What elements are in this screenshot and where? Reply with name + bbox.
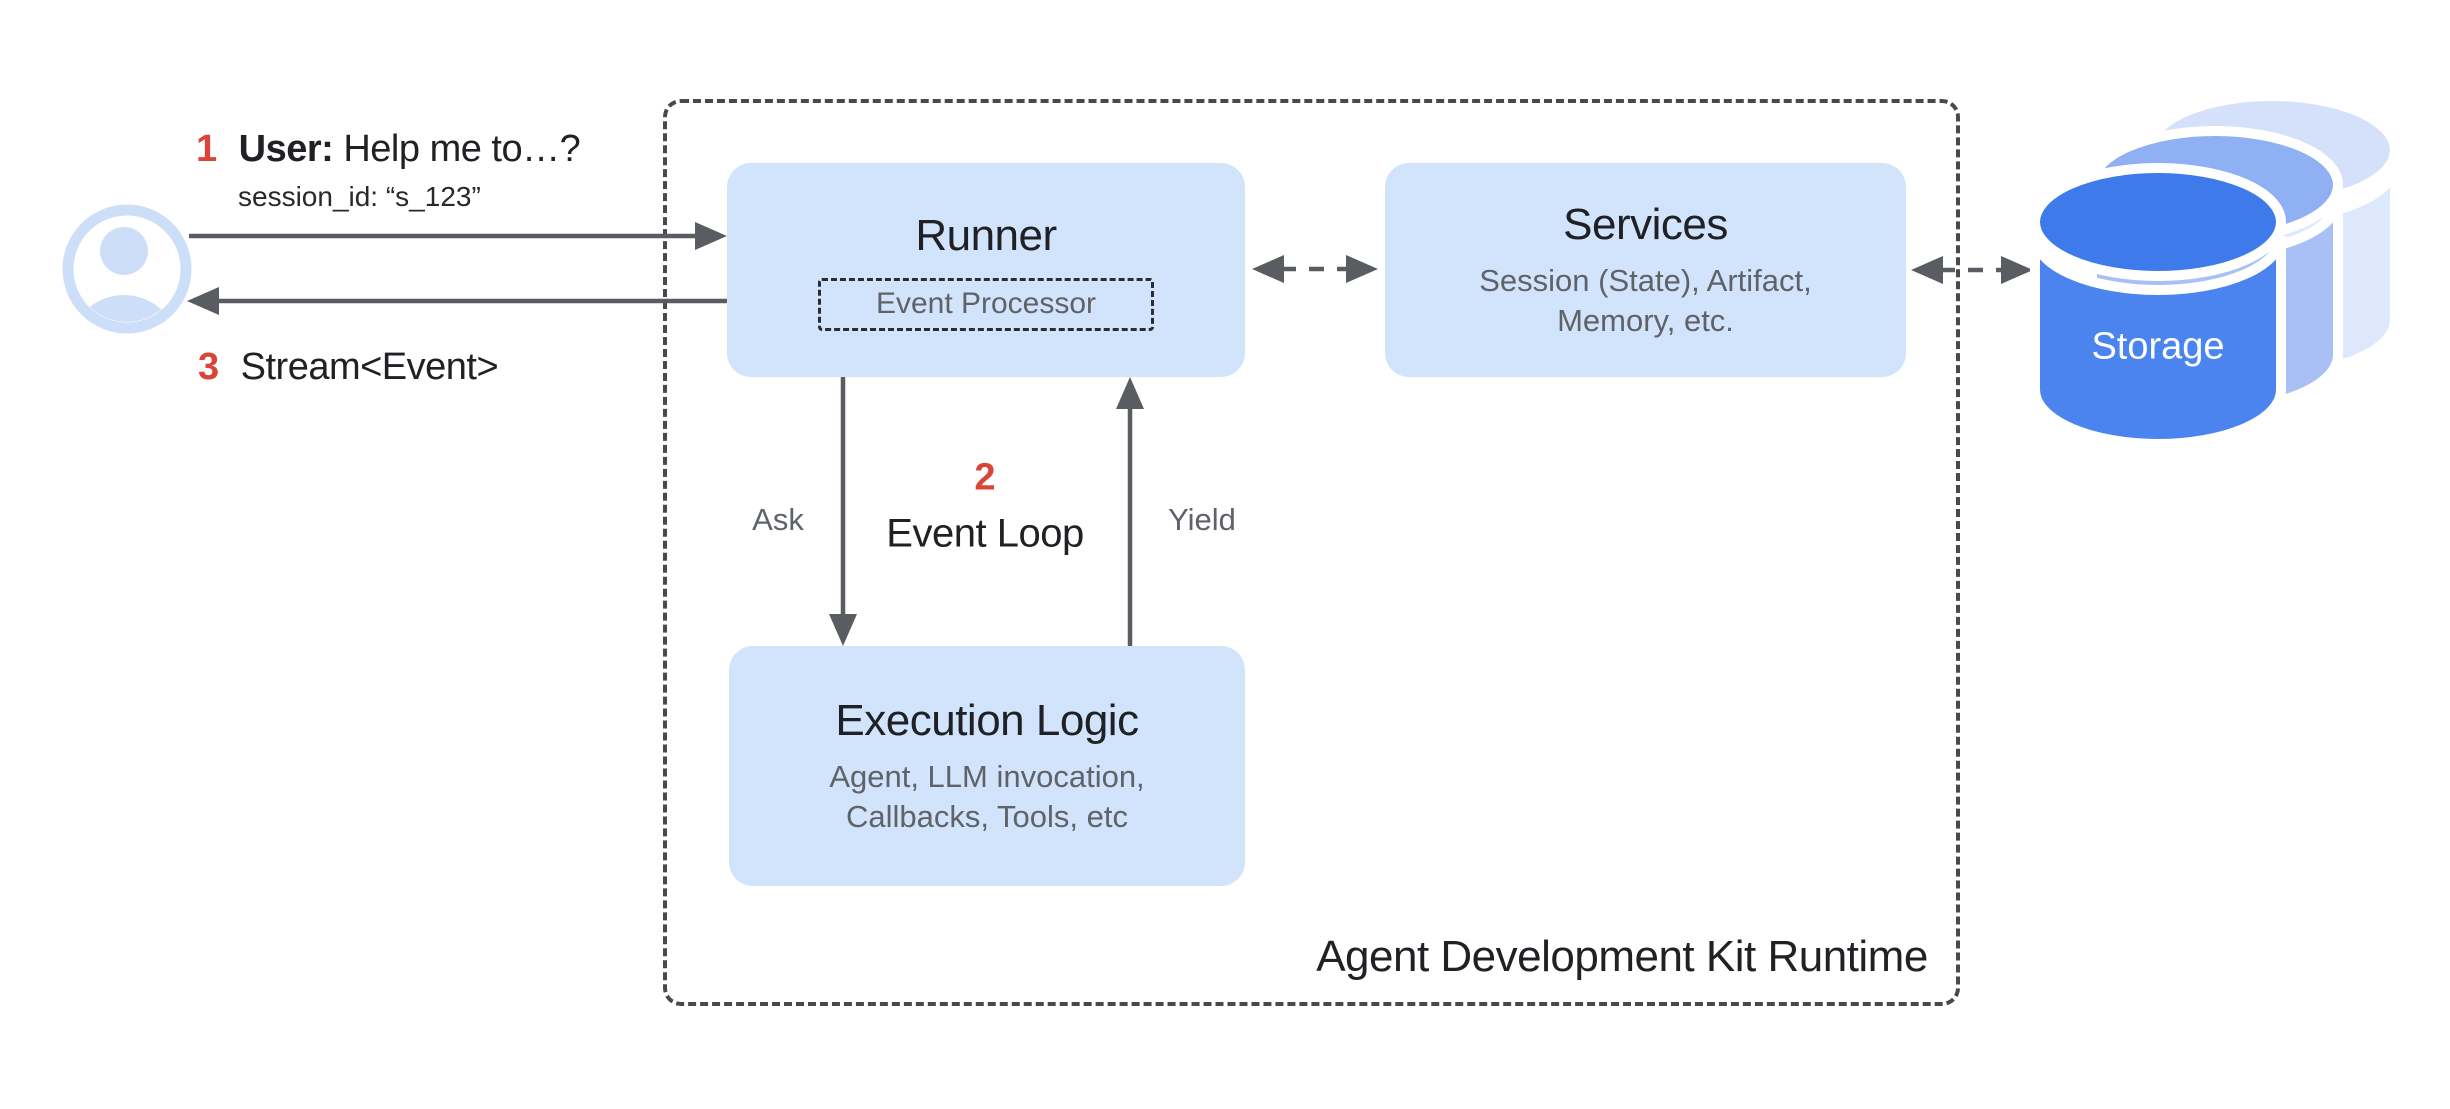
runner-box: Runner Event Processor bbox=[727, 163, 1245, 377]
execution-logic-box: Execution Logic Agent, LLM invocation, C… bbox=[729, 646, 1245, 886]
step2-number: 2 bbox=[974, 456, 996, 499]
yield-label: Yield bbox=[1168, 502, 1236, 537]
step1-user-request-label: 1 User: Help me to…? bbox=[196, 128, 581, 171]
step3-message: Stream<Event> bbox=[240, 346, 499, 388]
stream-response-arrow bbox=[187, 287, 727, 315]
execution-logic-title: Execution Logic bbox=[835, 696, 1139, 745]
services-storage-arrow bbox=[1911, 256, 2033, 284]
step1-actor: User: bbox=[238, 128, 334, 170]
user-avatar-icon bbox=[62, 204, 192, 334]
storage-label: Storage bbox=[2091, 325, 2225, 368]
session-id-label: session_id: “s_123” bbox=[238, 181, 481, 212]
ask-arrow bbox=[829, 377, 857, 646]
services-subtitle-line2: Memory, etc. bbox=[1557, 303, 1734, 338]
storage-database-icon bbox=[2030, 91, 2400, 449]
event-processor-label: Event Processor bbox=[875, 287, 1097, 320]
ask-label: Ask bbox=[752, 502, 804, 537]
event-loop-label: Event Loop bbox=[886, 511, 1084, 556]
runner-services-arrow bbox=[1252, 255, 1378, 283]
services-subtitle-line1: Session (State), Artifact, bbox=[1479, 263, 1812, 298]
yield-arrow bbox=[1116, 377, 1144, 646]
runtime-caption: Agent Development Kit Runtime bbox=[1316, 932, 1928, 981]
services-subtitle: Session (State), Artifact, Memory, etc. bbox=[1479, 261, 1812, 341]
step3-number: 3 bbox=[198, 346, 219, 388]
event-processor-box: Event Processor bbox=[818, 277, 1154, 331]
request-arrow bbox=[189, 222, 727, 250]
runtime-dashed-border bbox=[663, 99, 1960, 1006]
runner-title: Runner bbox=[915, 210, 1057, 260]
execution-subtitle-line2: Callbacks, Tools, etc bbox=[845, 799, 1128, 834]
step1-number: 1 bbox=[196, 128, 217, 170]
services-title: Services bbox=[1563, 200, 1728, 249]
step1-message: Help me to…? bbox=[343, 128, 581, 170]
services-box: Services Session (State), Artifact, Memo… bbox=[1385, 163, 1906, 377]
execution-logic-subtitle: Agent, LLM invocation, Callbacks, Tools,… bbox=[829, 757, 1144, 837]
execution-subtitle-line1: Agent, LLM invocation, bbox=[829, 759, 1145, 794]
step3-stream-label: 3 Stream<Event> bbox=[198, 346, 499, 389]
